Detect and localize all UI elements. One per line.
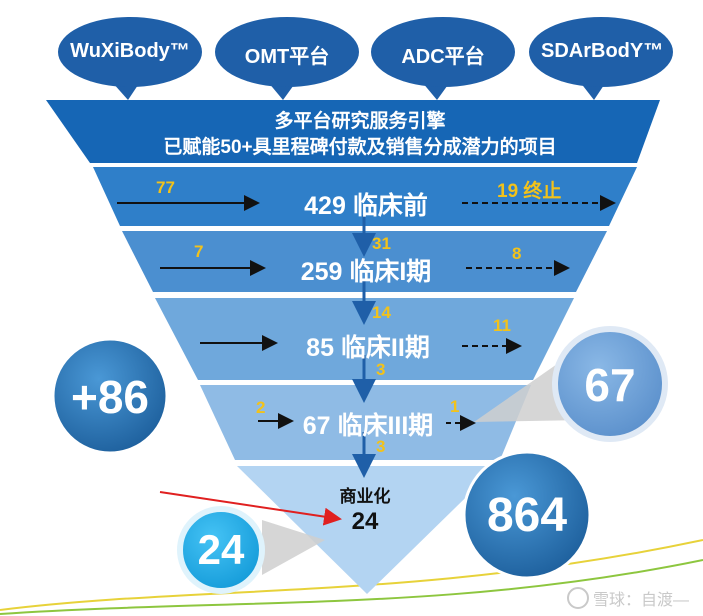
funnel-header-band [46,100,660,163]
stage-band-phase1 [122,231,607,292]
header-line-1: 多平台研究服务引擎 [274,111,446,132]
watermark-text: 雪球：自渡— [592,592,689,609]
platform-bubble-4 [529,17,673,100]
circle-left [51,337,169,455]
platform-sdarbody: SDArBodY™ [541,40,664,62]
commercial-label: 商业化 [339,487,391,506]
stage-band-commercial-tip [237,466,498,594]
header-line-2: 已赋能50+具里程碑付款及销售分成潜力的项目 [163,137,557,158]
stage-label-phase1: 259 临床I期 [300,258,432,286]
platform-bubble-1 [58,17,202,100]
stage-band-phase2 [155,298,574,380]
platform-adc: ADC平台 [401,46,485,68]
outgoing-count-preclinical: 19 终止 [497,181,562,202]
snowball-logo-icon [566,587,589,609]
platform-wuxibody: WuXiBody™ [70,40,190,62]
incoming-count-preclinical: 77 [156,178,175,197]
stage-band-phase3 [200,385,531,460]
incoming-count-phase3: 2 [256,398,266,417]
commercial-count: 24 [351,508,379,535]
transition-count-1: 31 [372,234,391,253]
circle-right-top-value: 67 [584,359,636,411]
stage-band-preclinical [93,167,637,226]
circle-right-bottom-value: 864 [486,489,568,542]
transition-count-4: 3 [376,437,386,456]
wedge-24-to-commercial [262,520,325,575]
platform-bubble-2 [215,17,359,100]
circle-right-bottom [462,450,592,580]
platform-bubble-3 [371,17,515,100]
decorative-swoosh-green [0,559,703,615]
stage-label-phase3: 67 临床III期 [302,412,434,440]
decorative-swoosh-yellow [0,539,703,611]
circle-left-value: +86 [70,371,150,423]
transition-count-2: 14 [372,303,391,322]
circle-right-top [552,326,668,442]
platform-omt: OMT平台 [244,46,330,68]
outgoing-count-phase3: 1 [450,397,460,416]
stage-label-phase2: 85 临床II期 [306,334,430,362]
outgoing-count-phase2: 11 [493,316,511,335]
transition-count-3: 3 [376,360,386,379]
watermark: 雪球：自渡— [566,586,689,610]
red-arrow-commercial [159,491,342,526]
stage-label-preclinical: 429 临床前 [304,192,428,220]
circle-bottom-left [177,506,265,594]
outgoing-count-phase1: 8 [512,244,522,263]
circle-bottom-left-value: 24 [197,526,245,573]
incoming-count-phase1: 7 [194,242,204,261]
